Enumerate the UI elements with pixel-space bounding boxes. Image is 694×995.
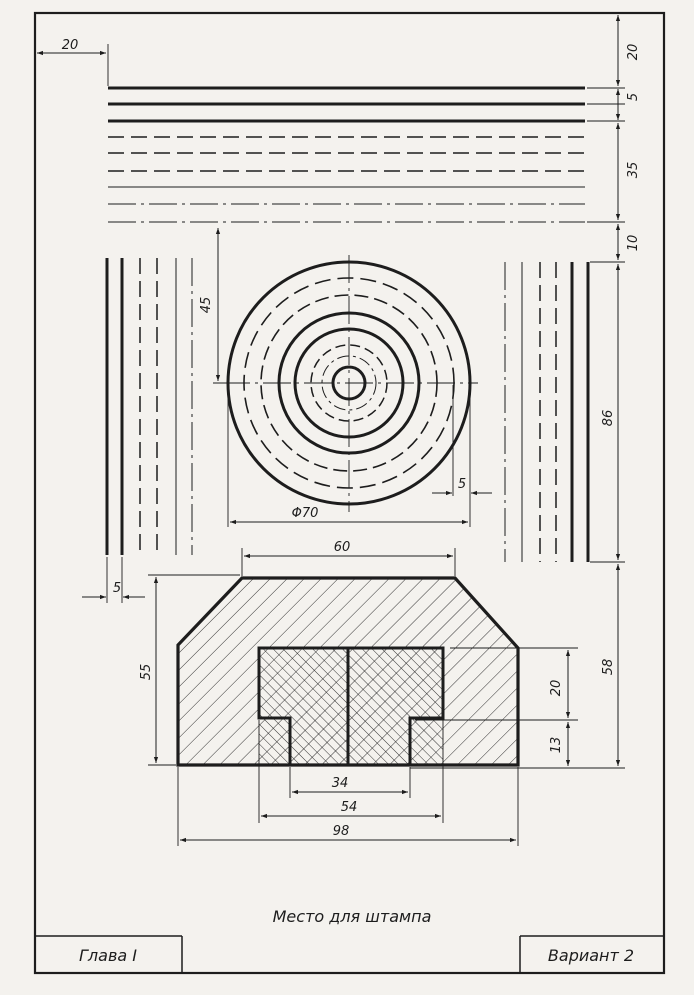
concentric-circles bbox=[222, 255, 478, 512]
dim-slot-outer-width: 54 bbox=[341, 800, 358, 815]
dim-gap-below-lines: 10 bbox=[626, 235, 641, 252]
horizontal-line-types bbox=[108, 86, 585, 223]
stamp-placeholder-text: Место для штампа bbox=[273, 907, 432, 926]
dimension-labels: 20 20 5 35 10 45 5 Φ70 86 5 60 55 20 13 … bbox=[62, 38, 641, 839]
dim-part-top-width: 60 bbox=[334, 540, 351, 555]
dim-part-height: 55 bbox=[139, 664, 154, 681]
sheet-frame bbox=[33, 11, 666, 975]
dim-slot-inner-width: 34 bbox=[332, 776, 349, 791]
dim-circle-diameter: Φ70 bbox=[292, 506, 319, 521]
variant-label: Вариант 2 bbox=[548, 946, 634, 965]
part-section bbox=[176, 576, 520, 767]
vertical-line-types-left bbox=[105, 258, 193, 555]
dim-vertical-line-spacing: 5 bbox=[113, 581, 121, 596]
extension-lines bbox=[106, 44, 625, 846]
dim-circle-offset: 45 bbox=[199, 297, 214, 314]
chapter-label: Глава I bbox=[79, 946, 137, 965]
dim-part-zone-height: 58 bbox=[601, 659, 616, 676]
dim-vertical-lines-block: 86 bbox=[601, 410, 616, 427]
vertical-line-types-right bbox=[504, 262, 590, 562]
dim-slot-height: 20 bbox=[549, 680, 564, 697]
dim-top-gap: 20 bbox=[626, 44, 641, 61]
dim-margin-left: 20 bbox=[62, 38, 79, 53]
dim-slot-lower-height: 13 bbox=[549, 737, 564, 754]
dim-circle-step: 5 bbox=[458, 477, 466, 492]
dim-line-spacing: 5 bbox=[626, 93, 641, 101]
dim-part-width: 98 bbox=[333, 824, 350, 839]
dimension-lines bbox=[37, 15, 621, 843]
dim-lines-block: 35 bbox=[626, 162, 641, 179]
